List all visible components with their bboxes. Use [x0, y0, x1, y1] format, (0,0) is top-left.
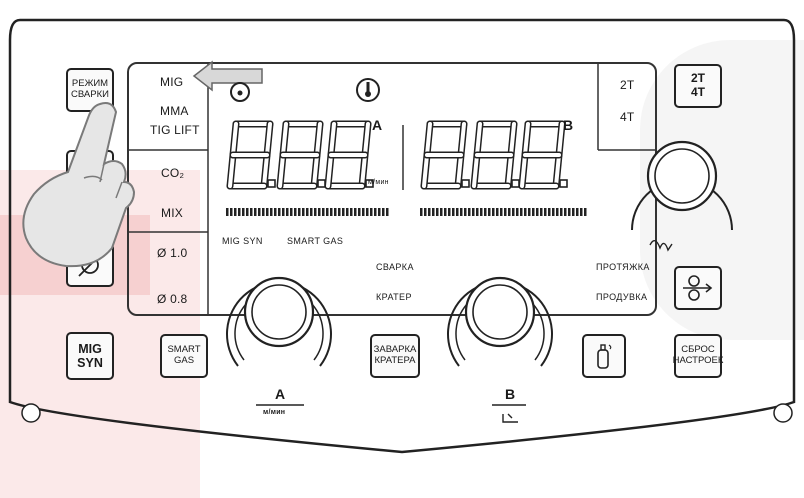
knob-a-letter: A [275, 386, 285, 402]
weld-joint-icon [503, 414, 518, 422]
knob-b[interactable] [448, 278, 552, 366]
knob-inductance[interactable] [632, 142, 732, 230]
knob-a-units: м/мин [263, 409, 285, 416]
knob-a[interactable] [227, 278, 331, 366]
arc-wave-icon [650, 241, 672, 250]
knob-b-letter: B [505, 386, 515, 402]
